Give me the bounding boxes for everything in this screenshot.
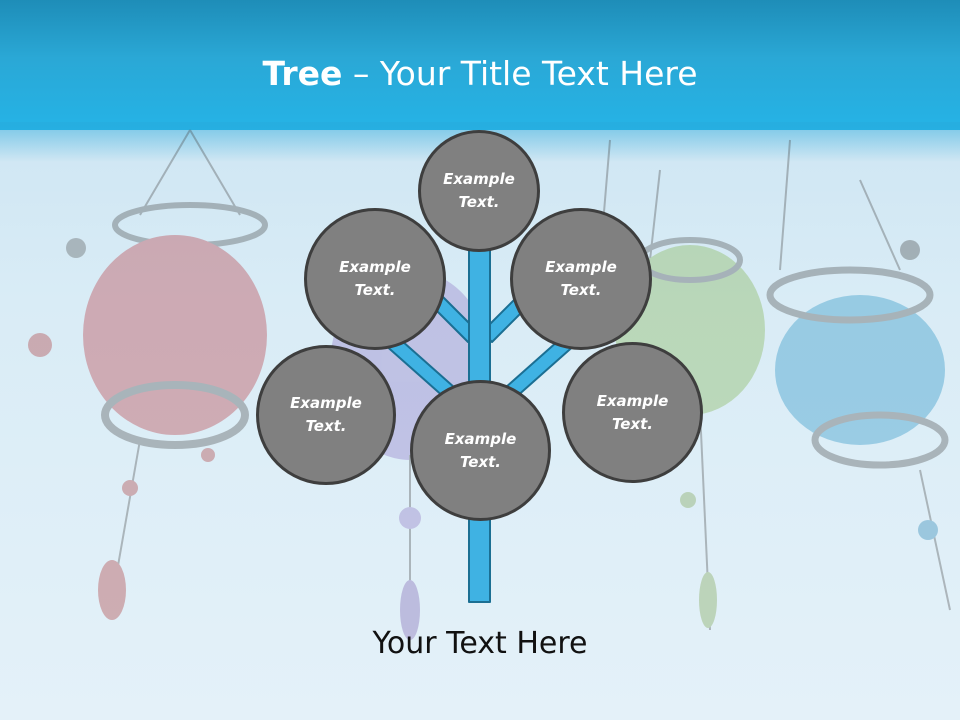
tree-node-upper-right: Example Text.: [510, 208, 652, 350]
footer-text: Your Text Here: [372, 626, 588, 661]
tree-node-lower-right: Example Text.: [562, 342, 703, 483]
node-label: Example Text.: [339, 258, 411, 299]
red-lantern-decoration: [28, 129, 268, 620]
title-bar: [0, 0, 960, 130]
tree-node-upper-left: Example Text.: [304, 208, 446, 350]
node-label: Example Text.: [545, 258, 617, 299]
title-rest: – Your Title Text Here: [342, 54, 698, 93]
node-label: Example Text.: [443, 170, 515, 211]
node-label: Example Text.: [596, 391, 669, 433]
tree-node-center: Example Text.: [410, 380, 551, 521]
tree-node-lower-left: Example Text.: [256, 345, 396, 485]
blue-lantern-decoration: [766, 139, 951, 611]
node-label: Example Text.: [290, 394, 362, 435]
node-label: Example Text.: [444, 429, 517, 471]
tree-node-top: Example Text.: [418, 130, 540, 252]
title-bold: Tree: [262, 54, 343, 93]
slide-title: Tree – Your Title Text Here: [0, 52, 960, 96]
